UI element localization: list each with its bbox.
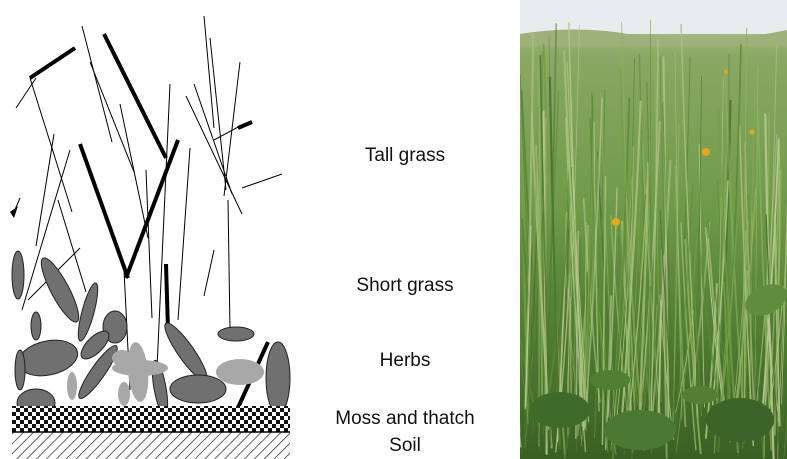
soil-band [12,432,290,459]
herbs-label: Herbs [300,350,510,372]
tall-grass-label: Tall grass [300,145,510,167]
meadow-structure-diagram [0,0,300,459]
meadow-photo [520,0,787,459]
herb-leaves [12,251,290,417]
moss-thatch-band [12,406,290,432]
soil-label: Soil [300,435,510,457]
short-grass-label: Short grass [300,275,510,297]
moss-thatch-label: Moss and thatch [300,408,510,430]
